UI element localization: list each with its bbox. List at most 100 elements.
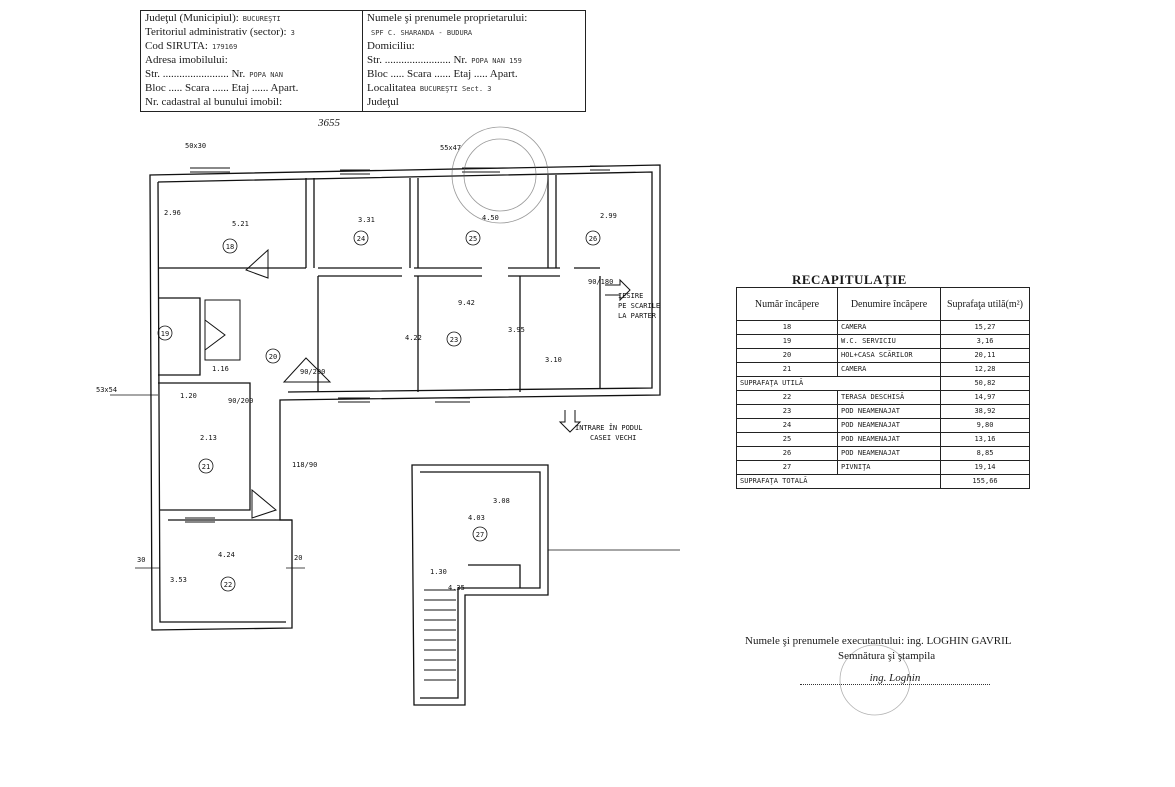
room-number-21: 21: [202, 463, 210, 471]
room-number-26: 26: [589, 235, 597, 243]
owner-field-row: Str. ........................ Nr.POPA NA…: [363, 53, 585, 67]
dim-3-53: 3.53: [170, 576, 187, 584]
entry-note: INTRARE ÎN PODUL CASEI VECHI: [575, 423, 642, 442]
cell-nr: 21: [736, 362, 838, 377]
owner-field-label: Str. ........................ Nr.: [367, 54, 468, 66]
property-field-label: Cod SIRUTA:: [145, 40, 208, 52]
property-field-row: Str. ........................ Nr.POPA NA…: [141, 67, 363, 81]
door-90-200-b: 90/200: [228, 397, 253, 405]
owner-field-row: Domiciliu:: [363, 39, 585, 53]
room-number-22: 22: [224, 581, 232, 589]
dim-3-10: 3.10: [545, 356, 562, 364]
cell-name: PIVNIŢA: [837, 460, 941, 475]
dim-1-30: 1.30: [430, 568, 447, 576]
cell-name: TERASA DESCHISĂ: [837, 390, 941, 405]
cell-area: 38,92: [940, 404, 1030, 419]
dim-5-21: 5.21: [232, 220, 249, 228]
room-number-25: 25: [469, 235, 477, 243]
cell-name: POD NEAMENAJAT: [837, 418, 941, 433]
owner-field-row: SPF C. SHARANDA - BUDURA: [363, 25, 585, 39]
dimension-labels: 5.21 3.31 4.50 2.99 9.42 4.22 3.95 3.10 …: [164, 209, 617, 592]
exit-note-line-1: IESIRE: [618, 292, 643, 300]
signature-seal: [839, 644, 911, 716]
cell-utila-label: SUPRAFAŢA UTILĂ: [736, 376, 941, 391]
windows: [185, 165, 610, 523]
property-field-value: 3: [290, 29, 295, 37]
owner-field-row: Numele şi prenumele proprietarului:: [363, 11, 585, 25]
owner-field-row: Judeţul: [363, 95, 585, 109]
opening-53x54: 53x54: [96, 386, 117, 394]
property-field-label: Adresa imobilului:: [145, 54, 228, 66]
property-field-value: BUCUREŞTI: [242, 15, 281, 23]
owner-field-value: SPF C. SHARANDA - BUDURA: [371, 29, 473, 37]
opening-55x47: 55x47: [440, 144, 461, 152]
cell-area: 3,16: [940, 334, 1030, 349]
owner-field-row: Bloc ..... Scara ...... Etaj ..... Apart…: [363, 67, 585, 81]
room-number-19: 19: [161, 330, 169, 338]
cell-nr: 25: [736, 432, 838, 447]
property-field-label: Str. ........................ Nr.: [145, 68, 246, 80]
cell-nr: 18: [736, 320, 838, 335]
dim-3-31: 3.31: [358, 216, 375, 224]
room-number-20: 20: [269, 353, 277, 361]
stamp-seal: [451, 126, 549, 224]
cell-area: 13,16: [940, 432, 1030, 447]
window-118-90: 118/90: [292, 461, 317, 469]
cell-name: CAMERA: [837, 362, 941, 377]
owner-field-label: Bloc ..... Scara ...... Etaj ..... Apart…: [367, 68, 518, 80]
owner-field-label: Domiciliu:: [367, 40, 415, 52]
opening-labels: 50x30 55x47 53x54 90/200 90/200 90/180 1…: [96, 142, 613, 564]
owner-field-value: POPA NAN 159: [471, 57, 522, 65]
cell-name: POD NEAMENAJAT: [837, 446, 941, 461]
dim-2-13: 2.13: [200, 434, 217, 442]
cell-total-area: 155,66: [940, 474, 1030, 489]
exit-note: IESIRE PE SCARILE LA PARTER: [618, 292, 660, 320]
property-field-row: Cod SIRUTA:179169: [141, 39, 363, 53]
wall-20: 20: [294, 554, 302, 562]
cell-nr: 22: [736, 390, 838, 405]
dim-3-95: 3.95: [508, 326, 525, 334]
door-90-200-a: 90/200: [300, 368, 325, 376]
cell-area: 8,85: [940, 446, 1030, 461]
dim-1-16: 1.16: [212, 365, 229, 373]
signature: ing. Loghin: [800, 672, 990, 685]
dim-9-42: 9.42: [458, 299, 475, 307]
dim-4-22: 4.22: [405, 334, 422, 342]
room-number-18: 18: [226, 243, 234, 251]
cell-area: 15,27: [940, 320, 1030, 335]
wall-30: 30: [137, 556, 145, 564]
recap-header-area: Suprafaţa utilă(m²): [940, 287, 1030, 321]
dim-4-24: 4.24: [218, 551, 235, 559]
entry-note-line-2: CASEI VECHI: [590, 434, 636, 442]
property-field-label: Nr. cadastral al bunului imobil:: [145, 96, 283, 108]
property-field-row: Bloc ..... Scara ...... Etaj ...... Apar…: [141, 81, 363, 95]
cell-nr: 24: [736, 418, 838, 433]
exit-note-line-3: LA PARTER: [618, 312, 657, 320]
recap-table: Număr încăpere Denumire încăpere Suprafa…: [736, 287, 1030, 489]
cell-name: HOL+CASA SCĂRILOR: [837, 348, 941, 363]
dim-2-99: 2.99: [600, 212, 617, 220]
executor-name: Numele şi prenumele executantului: ing. …: [745, 635, 1012, 647]
recap-header-name: Denumire încăpere: [837, 287, 941, 321]
cell-nr: 23: [736, 404, 838, 419]
cell-area: 9,80: [940, 418, 1030, 433]
opening-50x30: 50x30: [185, 142, 206, 150]
recap-header-nr: Număr încăpere: [736, 287, 838, 321]
cell-area: 20,11: [940, 348, 1030, 363]
entry-note-line-1: INTRARE ÎN PODUL: [575, 423, 642, 432]
cell-name: POD NEAMENAJAT: [837, 404, 941, 419]
